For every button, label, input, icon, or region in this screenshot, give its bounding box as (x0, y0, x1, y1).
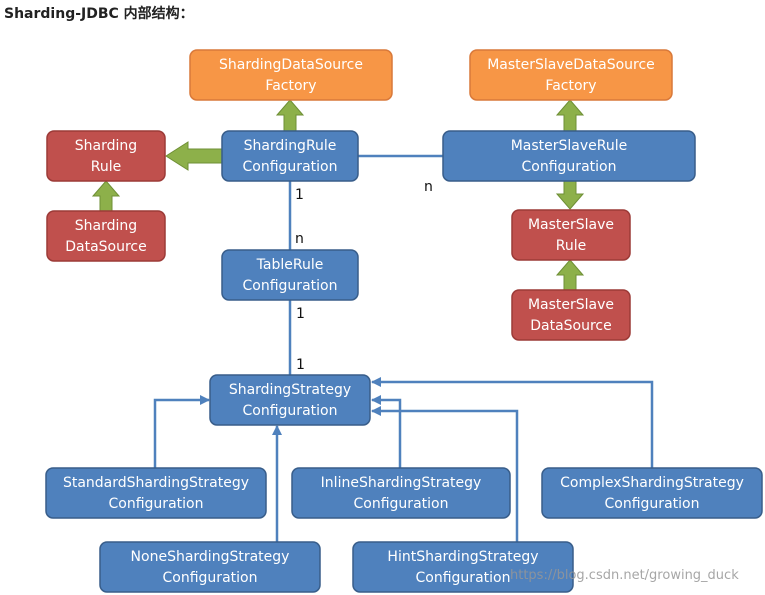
node-label-line: Rule (556, 238, 586, 254)
node-label-line: MasterSlaveDataSource (487, 57, 655, 73)
multiplicity-table-to-strategy-top: 1 (296, 306, 305, 322)
node-label-line: Factory (265, 78, 316, 94)
node-label-line: Configuration (109, 496, 204, 512)
node-masterslave-datasource: MasterSlaveDataSource (511, 289, 631, 341)
arrow-ms-ds-to-ms-rule (555, 259, 585, 291)
arrow-rule-config-to-sharding-rule (165, 141, 223, 171)
node-label-line: Configuration (522, 159, 617, 175)
node-label-line: MasterSlave (528, 297, 614, 313)
watermark: https://blog.csdn.net/growing_duck (510, 568, 739, 583)
node-label-line: Configuration (354, 496, 449, 512)
node-label-line: Configuration (243, 403, 338, 419)
page-title: Sharding-JDBC 内部结构： (4, 6, 194, 22)
node-label-line: DataSource (530, 318, 612, 334)
line-inline-to-strategy (371, 395, 402, 468)
node-label-line: ComplexShardingStrategy (560, 475, 744, 491)
node-label-line: TableRule (256, 257, 324, 273)
node-label-line: StandardShardingStrategy (63, 475, 249, 491)
node-label-line: MasterSlaveRule (511, 138, 628, 154)
node-label-line: ShardingStrategy (229, 382, 351, 398)
line-complex-to-strategy (371, 377, 654, 468)
multiplicity-rule-to-table-1: 1 (295, 187, 304, 203)
arrow-rule-config-to-factory (275, 99, 305, 132)
line-standard-to-strategy (153, 395, 210, 468)
node-label-line: Factory (545, 78, 596, 94)
node-label-line: Rule (91, 159, 121, 175)
connector-lines (153, 154, 654, 542)
diagram-nodes: ShardingDataSourceFactoryMasterSlaveData… (45, 49, 763, 593)
node-label-line: InlineShardingStrategy (321, 475, 482, 491)
node-label-line: Configuration (243, 278, 338, 294)
arrow-ms-config-to-ms-rule (555, 180, 585, 210)
node-label-line: Sharding (75, 218, 137, 234)
node-label-line: Configuration (416, 570, 511, 586)
node-label-line: HintShardingStrategy (387, 549, 538, 565)
multiplicity-rule-to-masterslave-n: n (424, 179, 433, 195)
node-label-line: Sharding (75, 138, 137, 154)
arrow-sharding-ds-to-sharding-rule (91, 180, 121, 212)
node-label-line: Configuration (605, 496, 700, 512)
node-label-line: Configuration (243, 159, 338, 175)
node-label-line: NoneShardingStrategy (131, 549, 290, 565)
node-label-line: DataSource (65, 239, 147, 255)
multiplicity-table-to-strategy-bottom: 1 (296, 357, 305, 373)
line-hint-to-strategy (371, 406, 519, 542)
node-sharding-datasource: ShardingDataSource (46, 210, 166, 262)
node-label-line: MasterSlave (528, 217, 614, 233)
multiplicity-rule-to-table-n: n (295, 231, 304, 247)
node-label-line: ShardingDataSource (219, 57, 363, 73)
node-sharding-rule: ShardingRule (46, 130, 166, 182)
node-masterslave-rule: MasterSlaveRule (511, 209, 631, 261)
node-label-line: ShardingRule (244, 138, 337, 154)
node-label-line: Configuration (163, 570, 258, 586)
multiplicity-labels: n 1 n 1 1 (295, 179, 433, 373)
arrow-ms-config-to-ms-factory (555, 99, 585, 132)
